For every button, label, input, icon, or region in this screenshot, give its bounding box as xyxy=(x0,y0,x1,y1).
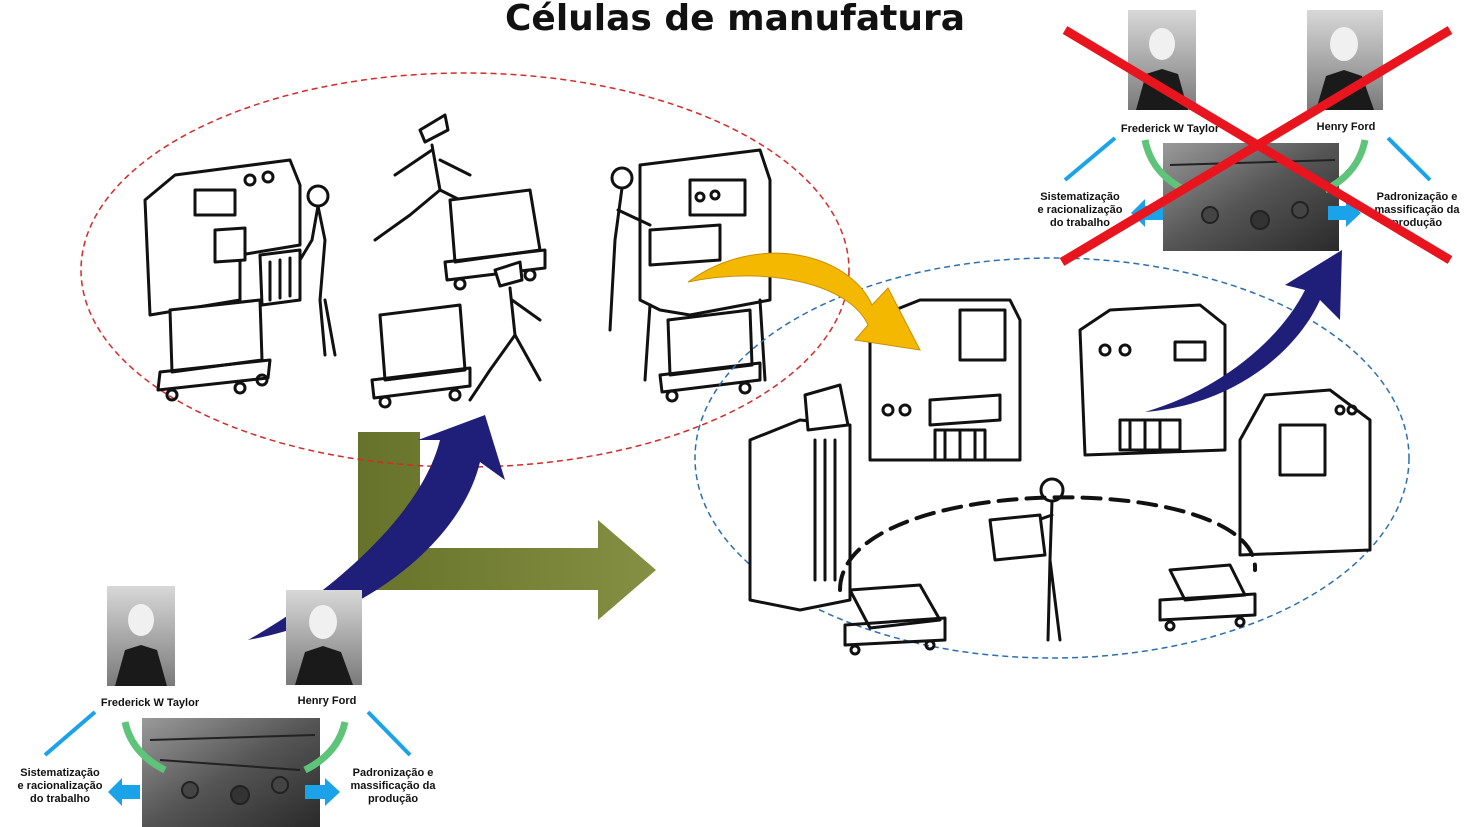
worker-1-sketch xyxy=(298,184,337,357)
taylor-result-line-2: e racionalização xyxy=(1038,204,1123,216)
worker-3-sketch xyxy=(468,260,542,402)
cell-layout-ellipse xyxy=(694,257,1410,659)
ford-result-line-3: produção xyxy=(1392,217,1442,229)
cell-cart-right-sketch xyxy=(1158,563,1257,632)
cart-2-sketch xyxy=(443,188,547,291)
gold-arrow-traditional-to-cell xyxy=(687,252,921,351)
ford-result-line-1: Padronização e xyxy=(1377,191,1458,203)
page-title: Células de manufatura xyxy=(504,0,966,39)
transition-arrow xyxy=(358,432,656,620)
assembly-line-photo xyxy=(1163,143,1339,251)
cell-machine-right-sketch xyxy=(1238,388,1372,557)
cell-flow-loop xyxy=(838,495,1258,592)
taylor-result-line-2: e racionalização xyxy=(18,780,103,792)
cart-3-sketch xyxy=(370,303,472,409)
taylor-result-line-3: do trabalho xyxy=(1050,217,1110,229)
cell-cart-left-sketch xyxy=(843,583,947,656)
taylor-name: Frederick W Taylor xyxy=(1121,123,1220,135)
cell-machine-right-top-sketch xyxy=(1078,303,1227,457)
ford-result-line-1: Padronização e xyxy=(353,767,434,779)
taylor-result-line-3: do trabalho xyxy=(30,793,90,805)
cart-1-sketch xyxy=(156,298,272,402)
red-cross-mark xyxy=(1059,26,1453,266)
taylor-result-line-1: Sistematização xyxy=(1040,191,1120,203)
assembly-line-photo xyxy=(142,718,320,827)
left-side-arrow xyxy=(108,778,140,806)
ford-name: Henry Ford xyxy=(1317,121,1376,133)
taylor-ford-diagram-bottom: Frederick W Taylor Henry Ford Sistematiz… xyxy=(18,586,437,827)
taylor-result-line-1: Sistematização xyxy=(20,767,100,779)
taylor-ford-diagram-top: Frederick W Taylor Henry Ford Sistematiz… xyxy=(1038,10,1461,266)
cell-layout-illustration xyxy=(748,298,1372,656)
worker-4-sketch xyxy=(608,166,652,332)
cell-machine-left-sketch xyxy=(748,383,852,612)
ford-result-line-2: massificação da xyxy=(1375,204,1461,216)
cart-4-sketch xyxy=(658,308,762,403)
ford-result-line-3: produção xyxy=(368,793,418,805)
right-side-arrow xyxy=(305,778,340,806)
traditional-layout-ellipse xyxy=(80,72,850,468)
traditional-layout-illustration xyxy=(143,113,772,409)
navy-arrow-cell-to-crossed-model xyxy=(1145,250,1342,412)
lathe-machine-sketch xyxy=(143,158,302,317)
navy-arrow-taylor-to-traditional xyxy=(248,415,505,640)
ford-result-line-2: massificação da xyxy=(351,780,437,792)
taylor-name: Frederick W Taylor xyxy=(101,697,200,709)
ford-name: Henry Ford xyxy=(298,695,357,707)
cell-operator-sketch xyxy=(988,477,1065,642)
